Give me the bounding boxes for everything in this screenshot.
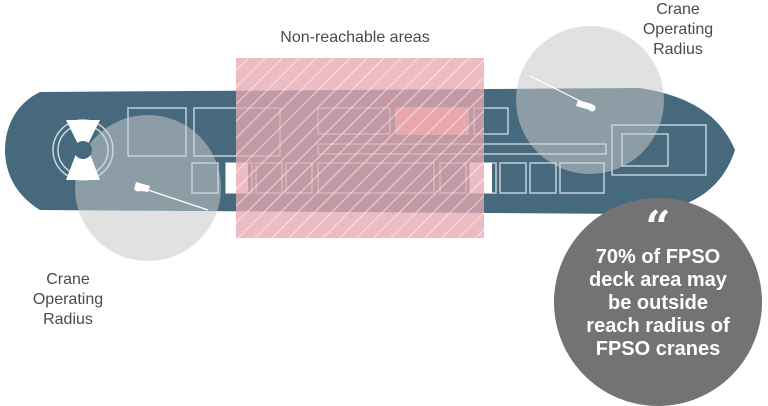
crane-radius-right [516, 26, 664, 174]
non-reachable-label: Non-reachable areas [280, 29, 430, 46]
deck-module [499, 162, 527, 194]
deck-module [529, 162, 557, 194]
deck-module [611, 124, 707, 176]
deck-module [191, 162, 219, 194]
deck-module [621, 133, 669, 167]
crane-radius-label-bottom: Crane Operating Radius [32, 271, 104, 328]
quote-mark-icon: “ [645, 202, 671, 253]
helideck-icon [52, 119, 114, 181]
crane-boom-icon [529, 75, 596, 112]
crane-radius-label-top: Crane Operating Radius [642, 1, 714, 58]
quote-text: 70% of FPSO deck area may be outside rea… [586, 246, 730, 360]
deck-module [559, 162, 605, 194]
non-reachable-area [236, 58, 484, 238]
deck-module [127, 107, 187, 157]
quote-callout: “ 70% of FPSO deck area may be outside r… [554, 198, 762, 406]
crane-boom-icon [134, 182, 209, 211]
